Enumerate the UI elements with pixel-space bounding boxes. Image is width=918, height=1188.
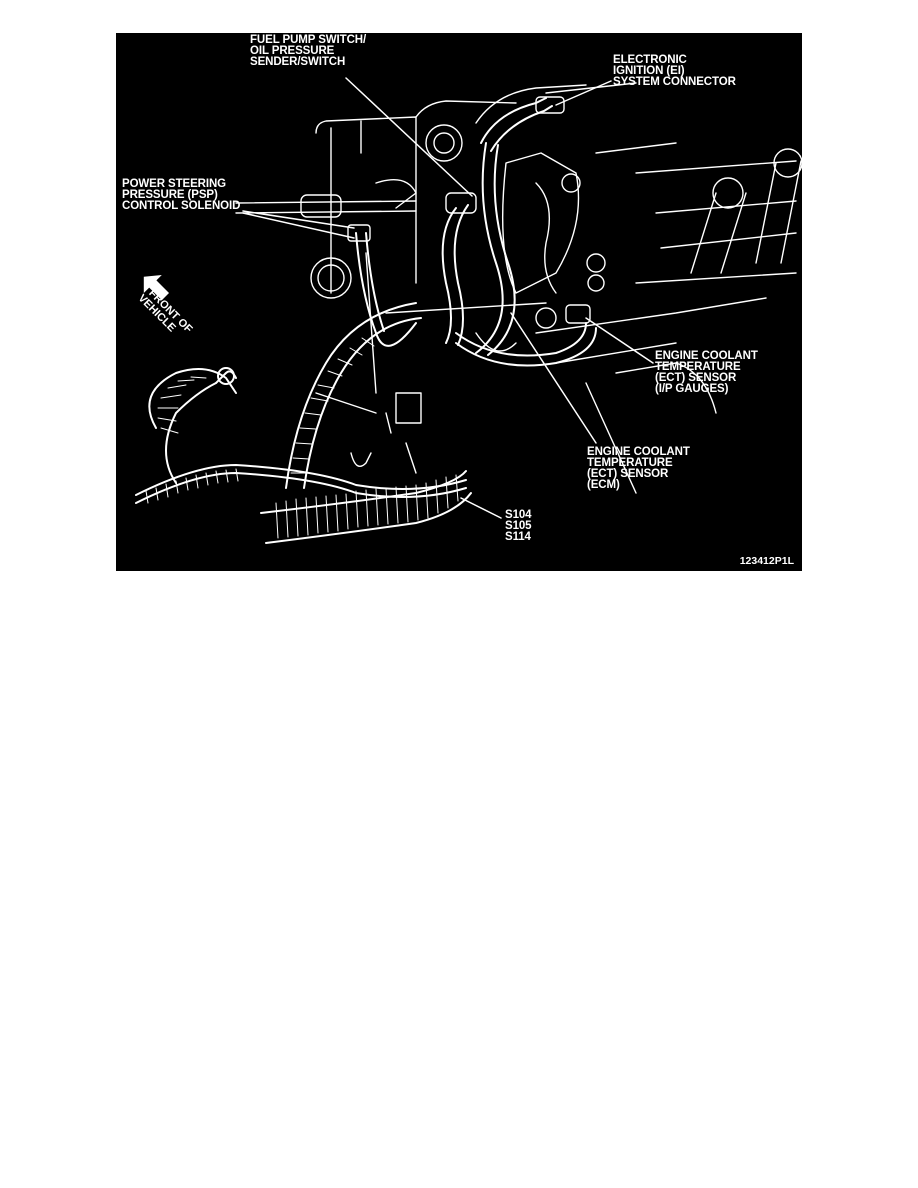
callout-fuel-pump-switch: FUEL PUMP SWITCH/ OIL PRESSURE SENDER/SW… xyxy=(250,34,367,68)
callout-ect-sensor-ip-gauges: ENGINE COOLANT TEMPERATURE (ECT) SENSOR … xyxy=(655,350,758,395)
engine-line-art xyxy=(135,77,802,544)
callout-ect-sensor-ecm: ENGINE COOLANT TEMPERATURE (ECT) SENSOR … xyxy=(587,446,690,491)
callout-psp-control-solenoid: POWER STEERING PRESSURE (PSP) CONTROL SO… xyxy=(122,178,241,212)
engine-wiring-diagram: FRONT OF VEHICLE FUEL PUMP SWITCH/ OIL P… xyxy=(116,33,802,571)
arrow-up-left-icon xyxy=(143,275,169,301)
callout-ei-system-connector: ELECTRONIC IGNITION (EI) SYSTEM CONNECTO… xyxy=(613,54,736,88)
callout-splices: S104 S105 S114 xyxy=(505,509,532,543)
figure-id: 123412P1L xyxy=(739,555,794,567)
